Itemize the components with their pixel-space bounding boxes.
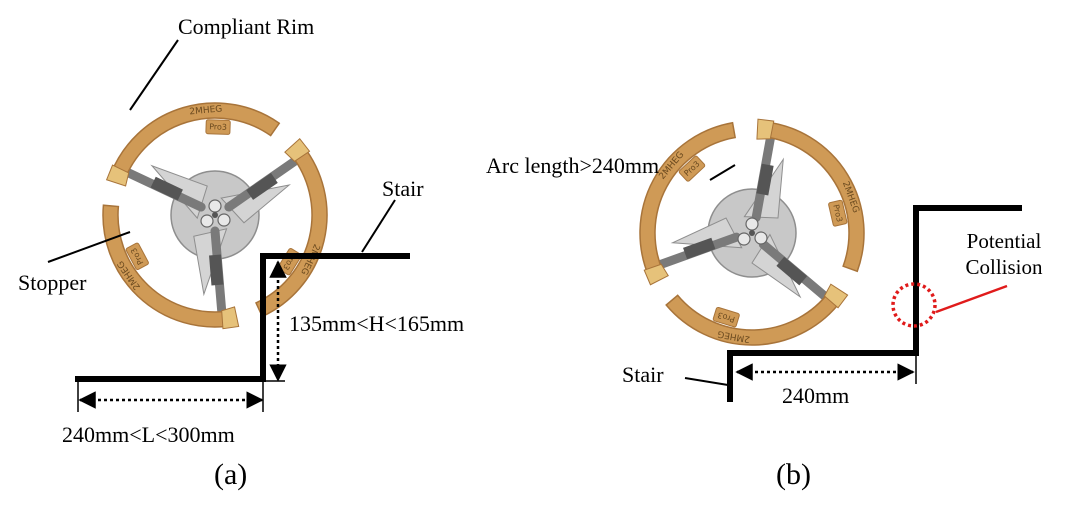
wheel-a-rim-tip-0 xyxy=(105,164,130,187)
wheel-a-bolt-0 xyxy=(208,199,222,213)
wheel-b-rim-pad-2 xyxy=(678,155,706,182)
label-potential-collision: Potential Collision xyxy=(965,229,1043,280)
stair-b xyxy=(727,205,1022,402)
wheel-a-rim-tip-1 xyxy=(284,137,311,162)
wheel-a-rim-tip-2 xyxy=(221,306,240,330)
wheel-a-compliant-rim-2 xyxy=(102,204,232,328)
leader-compliant-rim xyxy=(129,39,179,111)
label-height-range: 135mm<H<165mm xyxy=(289,311,465,336)
wheel-b-bolt-0 xyxy=(745,217,759,231)
wheel-a-bolt-1 xyxy=(200,214,214,228)
wheel-b-compliant-rim-1 xyxy=(665,290,843,346)
label-stopper: Stopper xyxy=(18,270,87,295)
wheel-b-rim-pad-1 xyxy=(712,306,740,328)
wheel-a-rim-pad-text-0: Pro3 xyxy=(209,122,227,132)
wheel-a-piston-1 xyxy=(246,172,278,200)
wheel-a-piston-2 xyxy=(209,254,224,286)
wheel-a-compliant-rim-1 xyxy=(254,144,328,318)
caption-b: (b) xyxy=(776,458,811,491)
wheel-a-rim-pad-2 xyxy=(125,242,149,270)
leader-stair-a xyxy=(361,199,396,253)
caption-a: (a) xyxy=(214,458,248,491)
wheel-b-rim-pad-0 xyxy=(828,199,848,227)
wheel-b-bolt-1 xyxy=(737,232,751,246)
leader-collision xyxy=(935,284,1008,314)
leader-arc-length xyxy=(709,164,736,181)
wheel-a-rim-engraving-0: 2MHEG xyxy=(189,104,223,117)
wheel-b-rim-tip-2 xyxy=(643,263,669,286)
wheel-b-piston-1 xyxy=(776,256,808,286)
wheel-b-axle xyxy=(749,230,755,236)
wheel-a-piston-0 xyxy=(150,176,183,201)
wheel-a-bolt-2 xyxy=(217,213,231,227)
wheel-a-rim-pad-0 xyxy=(205,119,231,135)
wheel-a-compliant-rim-0 xyxy=(110,102,281,180)
label-length-range: 240mm<L<300mm xyxy=(62,422,235,447)
wheel-b-bolt-2 xyxy=(754,231,768,245)
wheel-b-compliant-rim-2 xyxy=(639,121,737,278)
label-arc-length: Arc length>240mm xyxy=(486,153,660,178)
wheel-b-rim-tip-0 xyxy=(756,118,775,140)
wheel-b-piston-2 xyxy=(683,237,716,260)
leader-stair-b xyxy=(684,377,729,386)
label-compliant-rim: Compliant Rim xyxy=(178,14,315,39)
label-stair-b: Stair xyxy=(622,362,664,387)
wheel-b-compliant-rim-0 xyxy=(762,120,865,273)
label-step-length: 240mm xyxy=(782,383,850,408)
label-stair-a: Stair xyxy=(382,176,424,201)
collision-marker xyxy=(891,282,937,328)
wheel-b-rim-pad-text-0: Pro3 xyxy=(831,204,844,223)
stair-a xyxy=(75,253,410,382)
wheel-b-rim-tip-1 xyxy=(823,283,849,309)
wheel-b-piston-0 xyxy=(756,163,774,196)
leader-stopper xyxy=(47,231,131,263)
wheel-a-axle xyxy=(212,212,218,218)
